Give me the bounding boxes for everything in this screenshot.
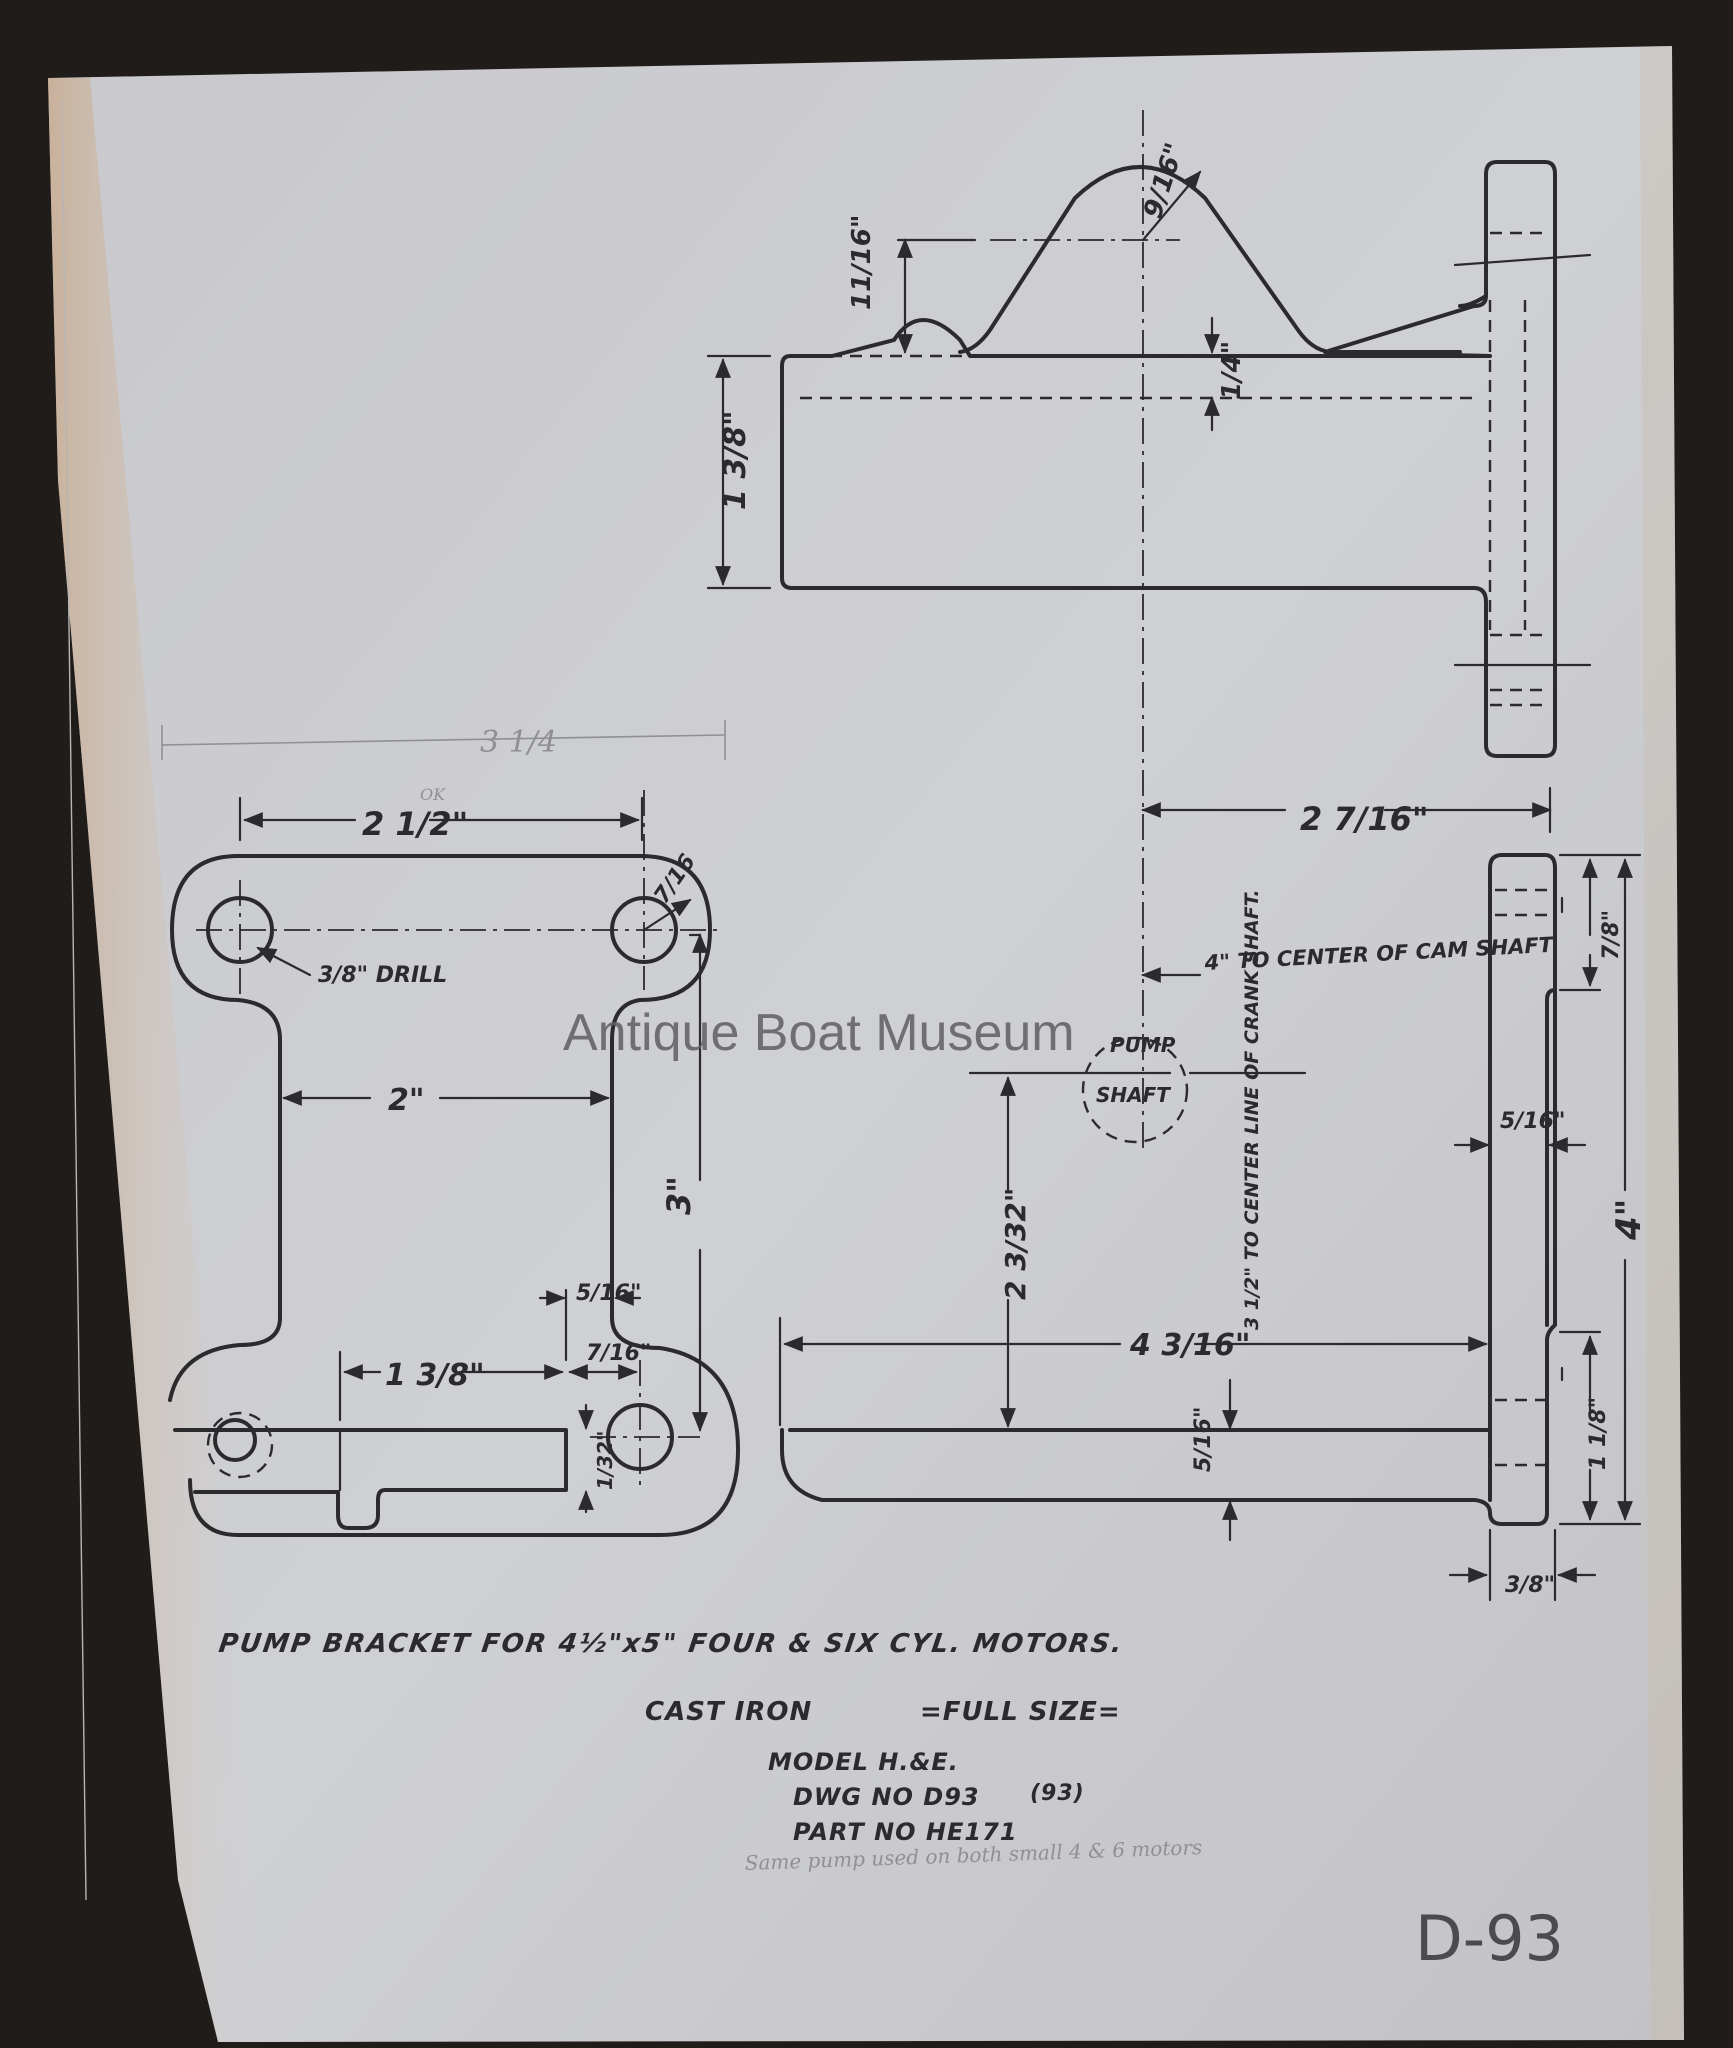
dim-hole-pitch-vertical: 3" [660,1176,698,1215]
dim-neck-width: 2" [388,1083,425,1118]
dim-flange-wall: 5/16" [1500,1109,1565,1134]
pump-label: PUMP [1110,1033,1176,1057]
dim-center-offset: 2 7/16" [1300,800,1429,838]
linen-sheet [48,46,1684,2042]
scale: =FULL SIZE= [920,1697,1121,1727]
title-block: PUMP BRACKET FOR 4½"x5" FOUR & SIX CYL. … [217,1629,1564,1975]
model: MODEL H.&E. [768,1748,959,1776]
dim-height-to-shaft: 2 3/32" [999,1188,1032,1301]
sheet-mark: D-93 [1415,1902,1564,1975]
sheet-edge-stain [48,78,265,2042]
dim-base-thickness: 5/16" [1191,1407,1216,1472]
dim-lip: 1/32" [593,1431,617,1490]
dim-flange-thickness: 3/8" [1505,1573,1555,1598]
dim-boss-height: 11/16" [847,215,877,310]
watermark: Antique Boat Museum [563,1004,1075,1062]
dim-base-length: 4 3/16" [1129,1328,1251,1363]
dim-lower-step: 1 1/8" [1586,1397,1611,1470]
dim-wall: 5/16" [576,1281,641,1306]
dwg-no-alt: (93) [1030,1781,1085,1806]
dim-foot-offset: 7/16" [586,1341,651,1366]
top-view: 9/16" 11/16" 1/4" 1 3/8" [706,110,1592,1150]
shaft-label: SHAFT [1096,1083,1171,1107]
plan-view: 3 1/4 2 1/2" OK 7/16 3/8" DRILL 2" 3" 5/… [161,720,740,1537]
dim-hole-spacing-note: OK [420,785,446,804]
dim-flange-step: 7/8" [1599,910,1624,960]
dim-body-height: 1 3/8" [718,410,753,510]
part-no: PART NO HE171 [793,1818,1018,1846]
dwg-no: DWG NO D93 [793,1783,980,1811]
dim-drill: 3/8" DRILL [318,963,447,988]
dim-hole-spacing: 2 1/2" [362,805,468,843]
dim-foot-length: 1 3/8" [385,1358,485,1393]
note-crank-shaft: 3 1/2" TO CENTER LINE OF CRANK SHAFT. [1241,889,1263,1330]
material: CAST IRON [645,1697,812,1727]
dim-overall-height: 4" [1609,1199,1649,1241]
dim-overall-pencil: 3 1/4 [480,725,557,760]
dim-bore: 1/4" [1217,341,1247,400]
title-line: PUMP BRACKET FOR 4½"x5" FOUR & SIX CYL. … [217,1629,1126,1659]
